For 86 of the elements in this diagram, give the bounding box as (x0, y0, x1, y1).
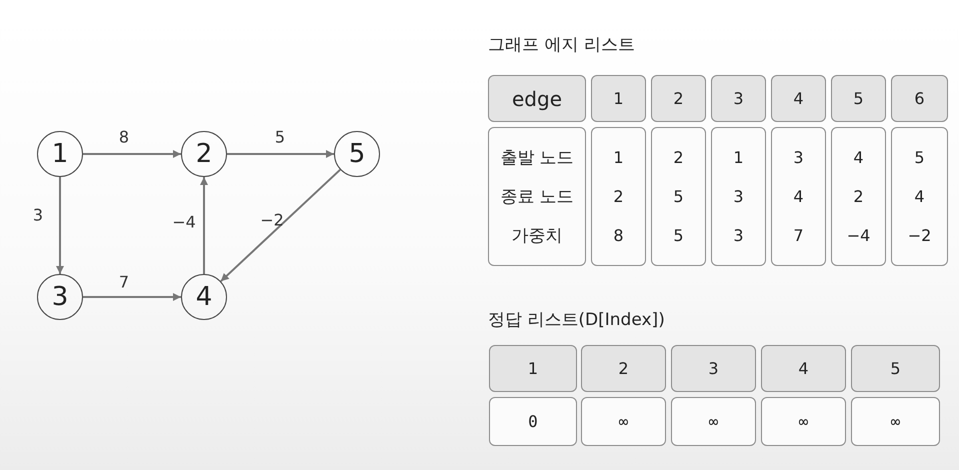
arrow (220, 168, 341, 282)
node-circle (37, 131, 83, 177)
cell-value: 5 (853, 89, 864, 108)
edge-label: 3 (32, 206, 44, 224)
cell-value: 5 (890, 359, 901, 378)
edge-label: 7 (118, 272, 130, 292)
cell-value: 4 (793, 187, 804, 206)
cell-value: 3 (733, 89, 744, 108)
arrow (56, 177, 64, 274)
edge-label: −2 (260, 210, 284, 230)
column-cell (831, 127, 886, 266)
edge-label: −4 (172, 212, 196, 232)
cell-value: −4 (846, 226, 870, 245)
arrow (83, 293, 181, 301)
column-cell (488, 127, 586, 266)
node-circle (334, 131, 380, 177)
cell-value: 5 (673, 187, 684, 206)
arrow (200, 177, 208, 274)
value-cell (851, 397, 940, 446)
value-cell (581, 397, 666, 446)
arrow (227, 150, 334, 158)
cell-value: 6 (914, 89, 925, 108)
cell-value: 2 (673, 89, 684, 108)
edge-label: 5 (274, 128, 286, 146)
cell-value: 2 (673, 148, 684, 167)
header-cell (831, 75, 886, 122)
arrow (83, 150, 181, 158)
cell-value: 5 (673, 226, 684, 245)
cell-value: 5 (914, 148, 925, 167)
value-cell (671, 397, 756, 446)
node-number: 5 (348, 139, 366, 169)
column-cell (771, 127, 826, 266)
value-cell (489, 397, 577, 446)
header-cell (851, 345, 940, 392)
node-circle (181, 131, 227, 177)
row-label: 가중치 (512, 225, 562, 247)
cell-value: 3 (708, 359, 719, 378)
cell-value: ∞ (708, 412, 718, 431)
header-cell (711, 75, 766, 122)
header-cell (771, 75, 826, 122)
header-cell (891, 75, 948, 122)
cell-value: 2 (853, 187, 864, 206)
column-cell (591, 127, 646, 266)
cell-value: 0 (528, 412, 538, 431)
header-cell (489, 345, 577, 392)
node-number: 4 (196, 282, 212, 312)
list-heading: 정답 리스트(D[Index]) (488, 309, 665, 331)
header-cell (651, 75, 706, 122)
node-number: 3 (52, 282, 68, 312)
cell-value: 7 (793, 226, 804, 245)
cell-value: 1 (528, 359, 538, 378)
cell-value: 4 (853, 148, 864, 167)
edge-label: 8 (118, 128, 130, 146)
cell-value: 4 (914, 187, 925, 206)
cell-value: 4 (798, 359, 809, 378)
column-cell (651, 127, 706, 266)
cell-value: 8 (613, 226, 624, 245)
cell-value: 3 (793, 148, 804, 167)
cell-value: 2 (618, 359, 629, 378)
node-circle (181, 274, 227, 320)
row-label: 출발 노드 (500, 147, 574, 169)
cell-value: ∞ (798, 412, 808, 431)
header-cell (488, 75, 586, 122)
cell-value: 4 (793, 89, 804, 108)
cell-value: 3 (733, 226, 744, 245)
list-heading: 그래프 에지 리스트 (488, 34, 635, 56)
cell-value: 1 (613, 148, 624, 167)
node-circle (37, 274, 83, 320)
cell-value: edge (512, 86, 562, 110)
node-number: 1 (52, 139, 68, 169)
node-number: 2 (196, 139, 212, 169)
value-cell (761, 397, 846, 446)
cell-value: 1 (733, 148, 744, 167)
cell-value: 2 (613, 187, 624, 206)
header-cell (761, 345, 846, 392)
row-label: 종료 노드 (500, 186, 574, 208)
header-cell (671, 345, 756, 392)
column-cell (891, 127, 948, 266)
header-cell (581, 345, 666, 392)
cell-value: ∞ (890, 412, 900, 431)
cell-value: 1 (613, 89, 624, 108)
cell-value: −2 (908, 226, 932, 245)
cell-value: 3 (733, 187, 744, 206)
header-cell (591, 75, 646, 122)
cell-value: ∞ (618, 412, 628, 431)
column-cell (711, 127, 766, 266)
